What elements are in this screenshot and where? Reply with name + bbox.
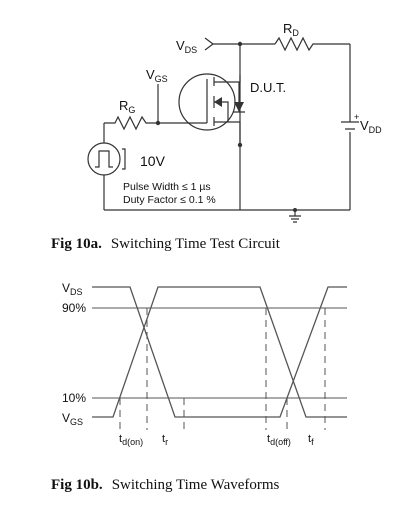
- rd-label: RD: [283, 21, 299, 38]
- ground-symbol: [289, 210, 301, 223]
- td-on-label: td(on): [119, 433, 143, 447]
- vdd-label: VDD: [360, 118, 382, 135]
- rg-label: RG: [119, 98, 135, 115]
- td-off-label: td(off): [267, 433, 291, 447]
- tf-label: tf: [308, 433, 314, 447]
- switching-waveforms: VDS 90% 10% VGS td(on) tr td(off) tf: [62, 281, 347, 447]
- vds-node-label: VDS: [176, 38, 197, 55]
- vgs-waveform: [92, 286, 347, 418]
- rg-resistor: [104, 115, 158, 131]
- pulse-symbol-icon: [95, 150, 113, 168]
- dut-label: D.U.T.: [250, 80, 286, 95]
- level-90-label: 90%: [62, 301, 86, 315]
- vdd-plus-label: +: [354, 112, 359, 122]
- vdd-source: [341, 121, 359, 130]
- vgs-node-label: VGS: [146, 67, 168, 84]
- duty-factor-note: Duty Factor ≤ 0.1 %: [123, 194, 216, 206]
- pulse-width-note: Pulse Width ≤ 1 µs: [123, 181, 211, 193]
- level-10-label: 10%: [62, 391, 86, 405]
- rd-resistor: [274, 36, 350, 52]
- caption-fig-10b: Fig 10b.Switching Time Waveforms: [51, 477, 280, 493]
- pulse-amplitude-bracket: [122, 148, 126, 170]
- pulse-generator: [87, 142, 121, 176]
- drain-junction: [237, 41, 243, 47]
- tr-label: tr: [162, 433, 168, 447]
- pulse-amplitude-label: 10V: [140, 153, 166, 169]
- mosfet-dut: [158, 73, 245, 145]
- vds-waveform: [92, 286, 347, 418]
- vds-arrow: [204, 37, 214, 51]
- test-circuit: VDS RD + VDD D.U.T.: [87, 21, 382, 223]
- vds-axis-label: VDS: [62, 281, 83, 297]
- caption-fig-10a: Fig 10a.Switching Time Test Circuit: [51, 236, 281, 252]
- vgs-axis-label: VGS: [62, 411, 83, 427]
